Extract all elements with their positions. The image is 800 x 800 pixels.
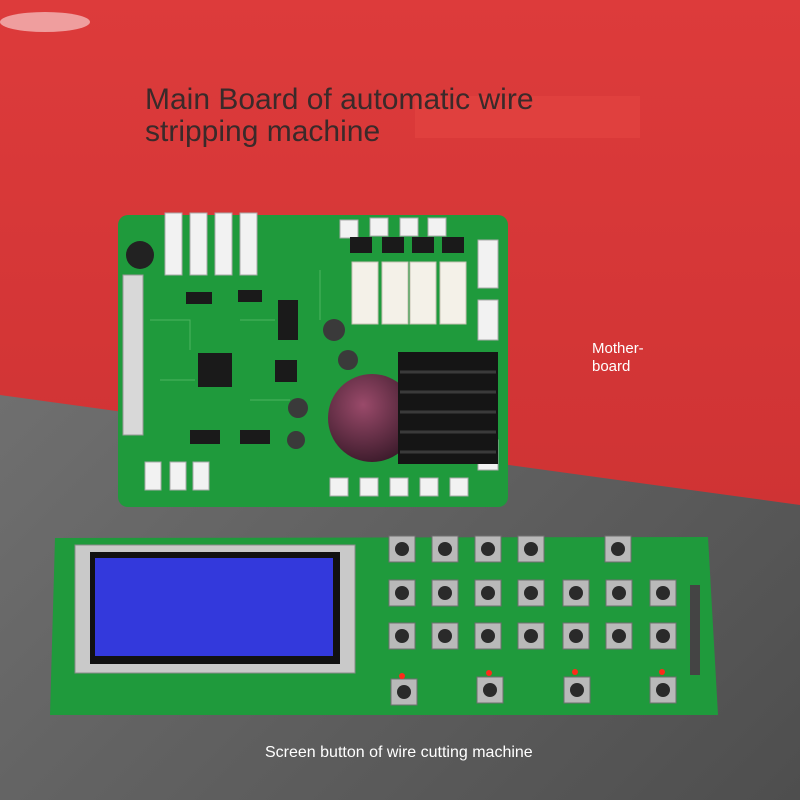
screen-button-label: Screen button of wire cutting machine	[265, 744, 533, 761]
tactile-button	[562, 579, 590, 607]
keypad-pcb	[50, 537, 718, 715]
tactile-button-cap	[524, 586, 538, 600]
motherboard-label: Mother- board	[592, 340, 644, 375]
tactile-button-cap	[438, 629, 452, 643]
tactile-button	[474, 622, 502, 650]
tactile-button-cap	[395, 586, 409, 600]
electrolytic-capacitor	[328, 374, 416, 462]
page-title: Main Board of automatic wire stripping m…	[145, 83, 534, 148]
tactile-button-cap	[395, 542, 409, 556]
keypad-buttons	[388, 535, 677, 706]
tactile-button-cap	[481, 542, 495, 556]
tactile-button-cap	[569, 629, 583, 643]
tactile-button-cap	[395, 629, 409, 643]
tactile-button	[517, 579, 545, 607]
tactile-button-cap	[524, 542, 538, 556]
tactile-button-cap	[612, 629, 626, 643]
tactile-button-cap	[481, 629, 495, 643]
tactile-button-cap	[524, 629, 538, 643]
tactile-button-cap	[656, 629, 670, 643]
heatsink	[398, 352, 498, 464]
tactile-button-cap	[397, 685, 411, 699]
tactile-button	[605, 622, 633, 650]
tactile-button	[476, 676, 504, 704]
tactile-button-cap	[569, 586, 583, 600]
motherboard-pcb	[118, 212, 508, 507]
tactile-button	[517, 535, 545, 563]
tactile-button-cap	[438, 586, 452, 600]
tactile-button-cap	[481, 586, 495, 600]
tactile-button-cap	[656, 683, 670, 697]
tactile-button-cap	[483, 683, 497, 697]
tactile-button-cap	[570, 683, 584, 697]
tactile-button-cap	[438, 542, 452, 556]
tactile-button-cap	[611, 542, 625, 556]
tactile-button-cap	[656, 586, 670, 600]
lcd-display	[95, 558, 333, 656]
tactile-button-cap	[612, 586, 626, 600]
